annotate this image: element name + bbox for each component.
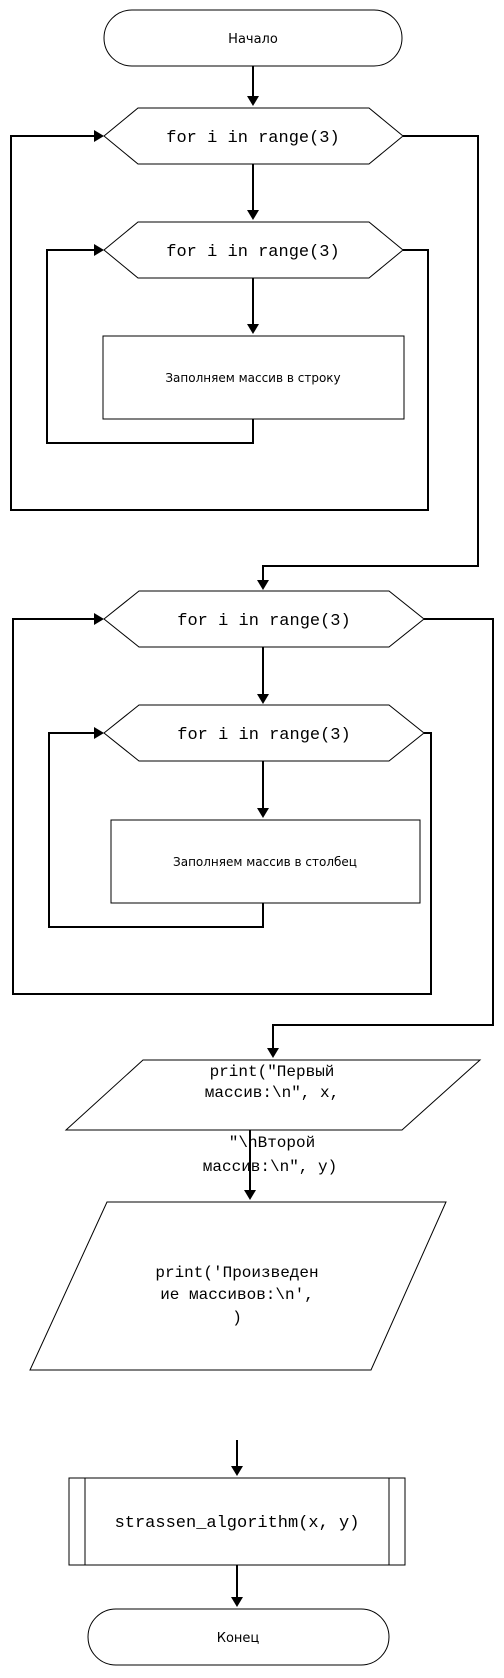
node-fill-cols: Заполняем массив в столбец [110, 819, 421, 904]
node-fill-rows: Заполняем массив в строку [102, 335, 405, 420]
node-start: Начало [103, 9, 403, 67]
arrowhead [267, 1048, 279, 1058]
print1-line: "\nВторой [229, 1134, 315, 1152]
print1-line: print("Первый [210, 1063, 335, 1081]
node-loop2-inner: for i in range(3) [103, 704, 425, 762]
arrowhead [94, 613, 104, 625]
start-label: Начало [228, 32, 278, 47]
arrowhead [247, 210, 259, 220]
node-end: Конец [87, 1608, 390, 1666]
arrowhead [257, 808, 269, 818]
node-loop1-inner: for i in range(3) [103, 221, 404, 279]
print1-line: массив:\n", y) [203, 1158, 337, 1176]
arrowhead [94, 727, 104, 739]
loop1-inner-label: for i in range(3) [166, 243, 339, 262]
call-label: strassen_algorithm(x, y) [115, 1514, 360, 1533]
fill-rows-label: Заполняем массив в строку [165, 371, 340, 385]
fill-cols-label: Заполняем массив в столбец [173, 855, 357, 869]
arrowhead [94, 130, 104, 142]
loop2-inner-label: for i in range(3) [177, 726, 350, 745]
edge-loop1-exit-loop2 [262, 135, 479, 582]
arrowhead [247, 324, 259, 334]
node-print2: print('Произведен ие массивов:\n', ) [29, 1201, 447, 1371]
edge-loop1-inner-exit [10, 135, 429, 511]
node-loop1-outer: for i in range(3) [103, 107, 404, 165]
print2-line: ие массивов:\n', [160, 1286, 314, 1304]
node-loop2-outer: for i in range(3) [103, 590, 425, 648]
end-label: Конец [217, 1631, 260, 1646]
edge-fill-rows-back [46, 249, 254, 444]
arrowhead [247, 96, 259, 106]
print2-line: ) [232, 1309, 242, 1327]
print1-line: массив:\n", x, [205, 1084, 339, 1102]
arrowhead [257, 694, 269, 704]
arrowhead [231, 1597, 243, 1607]
loop1-outer-label: for i in range(3) [166, 129, 339, 148]
arrowhead [257, 580, 269, 590]
edges [10, 66, 494, 1607]
loop2-outer-label: for i in range(3) [177, 612, 350, 631]
edge-loop2-exit-print1 [272, 618, 494, 1050]
edge-loop2-inner-exit [12, 618, 432, 995]
arrowhead [94, 244, 104, 256]
edge-fill-cols-back [48, 732, 264, 928]
arrowhead [231, 1466, 243, 1476]
arrowhead [244, 1190, 256, 1200]
print2-line: print('Произведен [155, 1264, 318, 1282]
node-call: strassen_algorithm(x, y) [68, 1477, 406, 1566]
node-print1: print("Первый массив:\n", x, "\nВторой м… [64, 1059, 482, 1176]
